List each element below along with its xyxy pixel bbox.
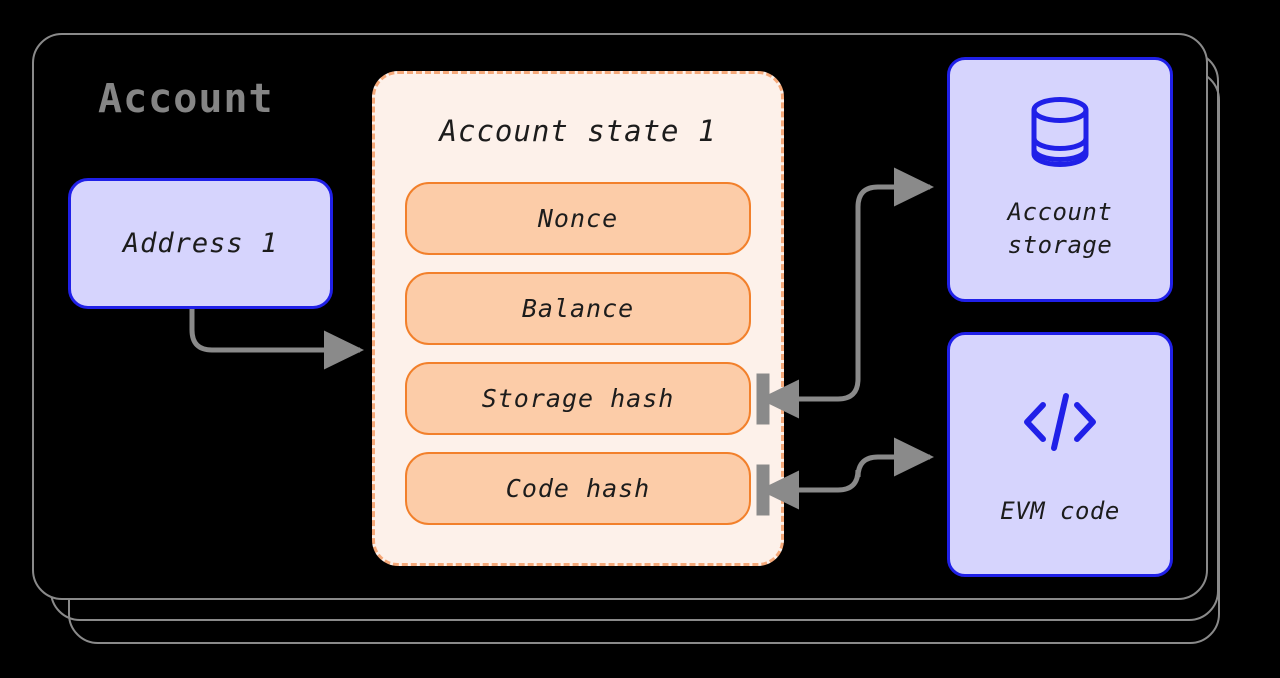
account-state-title: Account state 1 bbox=[439, 114, 717, 148]
code-brackets-icon bbox=[1021, 391, 1099, 457]
account-storage-label: Account storage bbox=[1008, 196, 1113, 261]
field-balance[interactable]: Balance bbox=[405, 272, 751, 345]
database-icon bbox=[1029, 96, 1091, 174]
field-nonce[interactable]: Nonce bbox=[405, 182, 751, 255]
address-box[interactable]: Address 1 bbox=[68, 178, 333, 309]
account-state-field-list: Nonce Balance Storage hash Code hash bbox=[405, 182, 751, 525]
evm-code-label: EVM code bbox=[1000, 497, 1120, 526]
field-code-hash-label: Code hash bbox=[505, 474, 651, 503]
account-storage-label-line2: storage bbox=[1007, 230, 1113, 259]
field-balance-label: Balance bbox=[521, 294, 635, 323]
page-title: Account bbox=[98, 76, 274, 122]
account-state-panel: Account state 1 Nonce Balance Storage ha… bbox=[372, 71, 784, 566]
account-storage-card[interactable]: Account storage bbox=[947, 57, 1173, 302]
account-storage-label-line1: Account bbox=[1007, 198, 1113, 227]
evm-code-card[interactable]: EVM code bbox=[947, 332, 1173, 577]
field-storage-hash[interactable]: Storage hash bbox=[405, 362, 751, 435]
field-storage-hash-label: Storage hash bbox=[481, 384, 675, 413]
address-label: Address 1 bbox=[122, 228, 279, 259]
field-nonce-label: Nonce bbox=[537, 204, 619, 233]
field-code-hash[interactable]: Code hash bbox=[405, 452, 751, 525]
